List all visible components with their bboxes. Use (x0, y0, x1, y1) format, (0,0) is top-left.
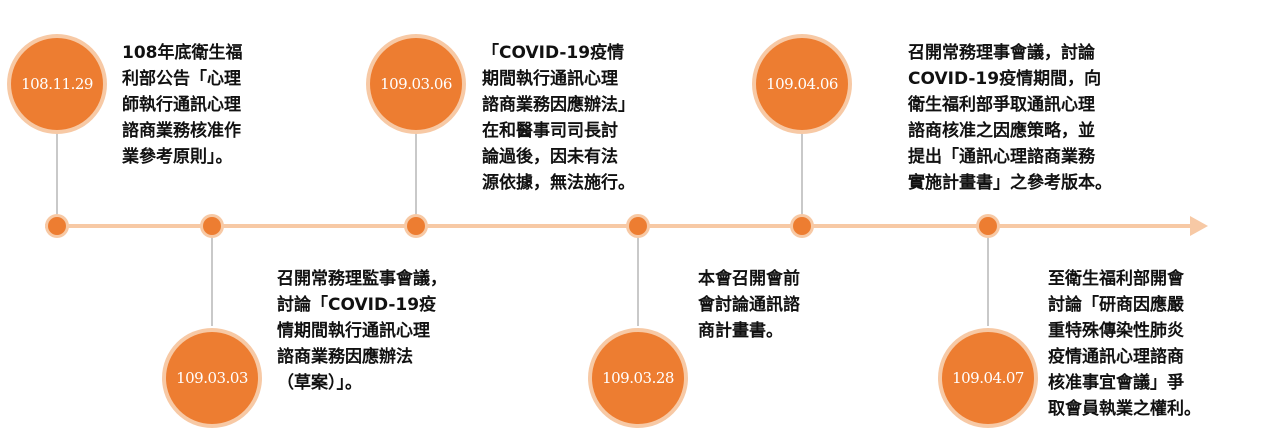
event-description: 「COVID-19疫情 期間執行通訊心理 諮商業務因應辦法」 在和醫事司司長討 … (482, 43, 635, 193)
connector (415, 130, 417, 226)
timeline-axis (45, 224, 1195, 228)
connector (56, 130, 58, 226)
timeline-dot (979, 217, 997, 235)
timeline-dot (629, 217, 647, 235)
timeline-dot (793, 217, 811, 235)
date-circle: 109.03.06 (370, 38, 462, 130)
connector (801, 130, 803, 226)
event-description: 108年底衛生福 利部公告「心理 師執行通訊心理 諮商業務核准作 業參考原則」。 (122, 43, 243, 167)
timeline-arrow-head (1190, 216, 1208, 236)
date-circle: 109.04.06 (756, 38, 848, 130)
date-circle: 108.11.29 (11, 38, 103, 130)
timeline-dot (407, 217, 425, 235)
date-circle: 109.03.28 (592, 332, 684, 424)
connector (637, 226, 639, 326)
event-description: 召開常務理事會議，討論 COVID-19疫情期間，向 衛生福利部爭取通訊心理 諮… (908, 43, 1112, 193)
date-circle: 109.03.03 (166, 332, 258, 424)
connector (211, 226, 213, 326)
connector (987, 226, 989, 326)
event-description: 召開常務理監事會議， 討論「COVID-19疫 情期間執行通訊心理 諮商業務因應… (277, 269, 447, 393)
timeline-dot (203, 217, 221, 235)
date-circle: 109.04.07 (942, 332, 1034, 424)
event-description: 至衛生福利部開會 討論「研商因應嚴 重特殊傳染性肺炎 疫情通訊心理諮商 核准事宜… (1048, 269, 1201, 419)
timeline-dot (48, 217, 66, 235)
event-description: 本會召開會前 會討論通訊諮 商計畫書。 (698, 269, 800, 341)
